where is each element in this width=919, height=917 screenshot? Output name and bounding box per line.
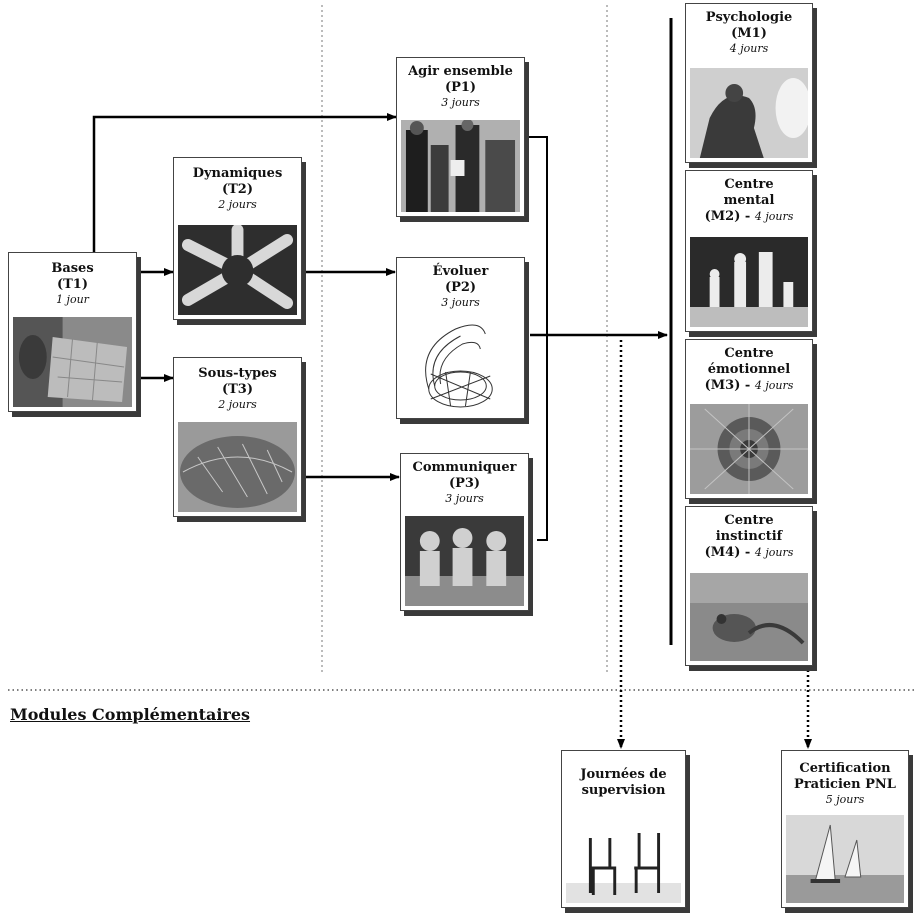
- card-duration: 2 jours: [218, 198, 257, 211]
- card-duration: 4 jours: [754, 546, 794, 559]
- card-code: (P1): [444, 80, 477, 95]
- card-duration: 2 jours: [218, 398, 257, 411]
- card-code-line: (M3) - 4 jours: [686, 378, 812, 394]
- card-duration: 4 jours: [729, 42, 769, 55]
- two-chairs-photo: [566, 823, 681, 903]
- leaf-texture-photo: [178, 422, 297, 512]
- card-duration: 3 jours: [445, 492, 484, 505]
- card-title: Dynamiques: [192, 166, 283, 181]
- card-duration: 3 jours: [441, 96, 480, 109]
- flower-texture-photo: [690, 404, 808, 494]
- business-group-photo: [401, 120, 520, 212]
- card-t2: Dynamiques (T2) 2 jours: [173, 157, 302, 320]
- card-title: Bases: [51, 261, 94, 276]
- card-certification: Certification Praticien PNL 5 jours: [781, 750, 909, 908]
- card-duration: 5 jours: [825, 793, 865, 806]
- card-code: (M2) -: [704, 209, 751, 224]
- card-duration: 3 jours: [441, 296, 480, 309]
- card-code: (T1): [56, 277, 89, 292]
- card-title: Centre: [724, 513, 774, 528]
- card-code: (T2): [221, 182, 254, 197]
- thinker-statue-photo: [690, 68, 808, 158]
- sailboats-photo: [786, 815, 904, 903]
- joined-hands-photo: [178, 225, 297, 315]
- wireframe-spiral: [401, 314, 520, 414]
- chess-pieces-photo: [690, 237, 808, 327]
- card-m2: Centre mental (M2) - 4 jours: [685, 170, 813, 332]
- card-code: instinctif: [715, 529, 783, 544]
- card-title: Sous-types: [198, 366, 277, 381]
- card-code: (M4) -: [704, 545, 751, 560]
- card-title: Journées de: [580, 767, 667, 782]
- card-code: (M3) -: [704, 378, 751, 393]
- card-code-line: (M4) - 4 jours: [686, 545, 812, 561]
- card-duration: 4 jours: [754, 210, 794, 223]
- card-code-line: (M2) - 4 jours: [686, 209, 812, 225]
- card-subtitle: supervision: [581, 783, 666, 798]
- map-photo: [13, 317, 132, 407]
- card-title: Communiquer: [412, 460, 517, 475]
- card-title: Certification: [799, 761, 891, 776]
- card-t3: Sous-types (T3) 2 jours: [173, 357, 302, 517]
- card-t1: Bases (T1) 1 jour: [8, 252, 137, 412]
- card-title: Centre: [724, 346, 774, 361]
- card-code: mental: [723, 193, 775, 208]
- arrow-t1-p1: [92, 113, 397, 252]
- card-duration: 4 jours: [754, 379, 794, 392]
- card-m1: Psychologie (M1) 4 jours: [685, 3, 813, 163]
- card-code: émotionnel: [707, 362, 791, 377]
- card-code: (M1): [731, 26, 767, 41]
- frog-photo: [690, 573, 808, 661]
- card-code: (P3): [448, 476, 481, 491]
- card-subtitle: Praticien PNL: [794, 777, 896, 792]
- card-m3: Centre émotionnel (M3) - 4 jours: [685, 339, 813, 499]
- modules-title: Modules Complémentaires: [10, 705, 251, 724]
- card-code: (T3): [221, 382, 254, 397]
- card-m4: Centre instinctif (M4) - 4 jours: [685, 506, 813, 666]
- card-p1: Agir ensemble (P1) 3 jours: [396, 57, 525, 217]
- card-supervision: Journées de supervision: [561, 750, 686, 908]
- p-collector: [527, 136, 548, 541]
- card-title: Évoluer: [432, 264, 489, 279]
- card-p3: Communiquer (P3) 3 jours: [400, 453, 529, 611]
- card-title: Agir ensemble: [408, 64, 513, 79]
- card-code: (P2): [444, 280, 477, 295]
- children-photo: [405, 516, 524, 606]
- card-p2: Évoluer (P2) 3 jours: [396, 257, 525, 419]
- card-duration: 1 jour: [56, 293, 89, 306]
- card-title: Centre: [724, 177, 774, 192]
- card-title: Psychologie: [705, 10, 793, 25]
